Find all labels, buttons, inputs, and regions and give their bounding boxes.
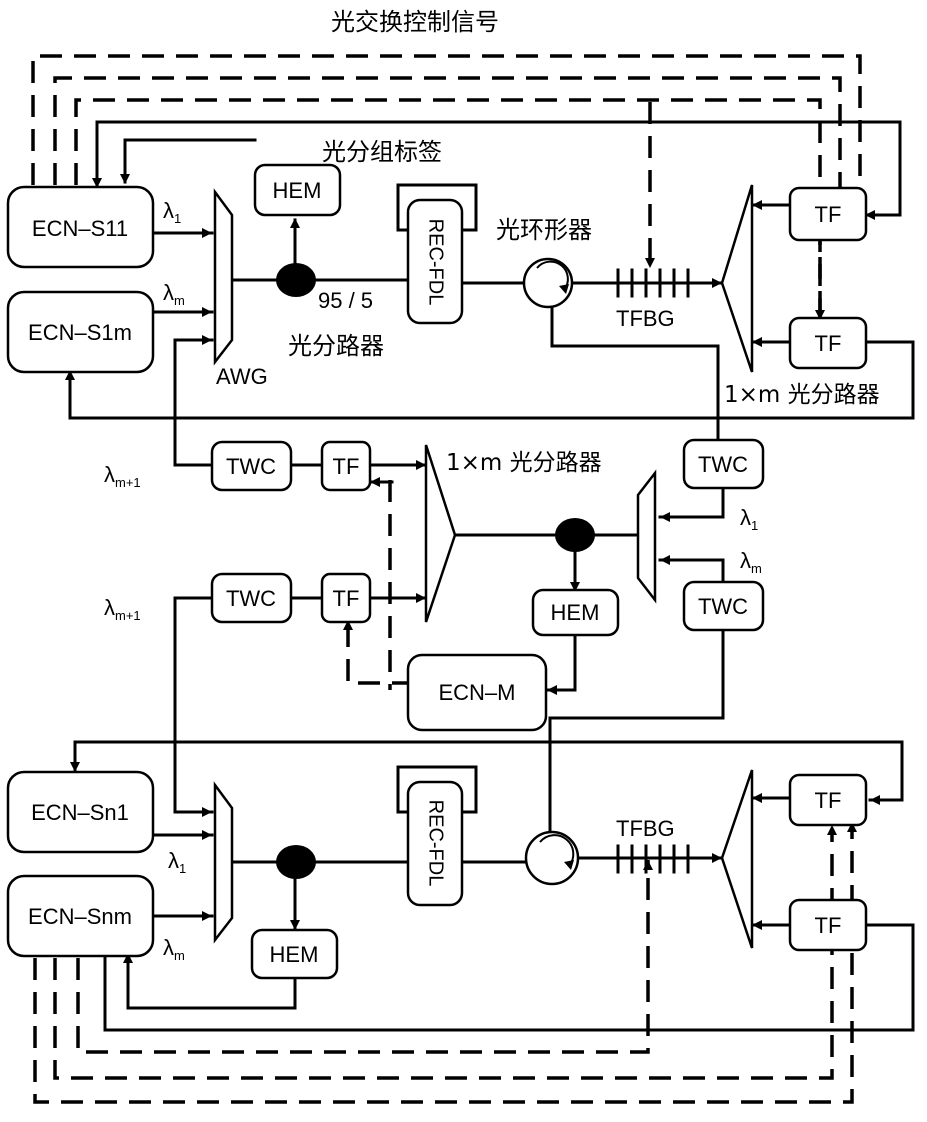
tf-middle-2: TF <box>320 572 372 624</box>
tf-bottom-2: TF <box>788 898 868 952</box>
tf-top-2: TF <box>788 316 868 370</box>
tf-label: TF <box>333 454 360 479</box>
ecn-sn1-label: ECN–Sn1 <box>31 800 129 825</box>
awg-label: AWG <box>216 364 268 389</box>
tf-label: TF <box>815 331 842 356</box>
rec-fdl-bottom: REC-FDL <box>396 765 478 907</box>
rec-fdl-top: REC-FDL <box>396 183 478 325</box>
splitter-1xm-middle <box>424 444 457 623</box>
node-ecn-snm: ECN–Snm <box>6 874 155 958</box>
control-signal-lines-middle <box>346 480 412 700</box>
ecn-s1m-label: ECN–S1m <box>28 320 132 345</box>
wiring-top <box>68 120 915 467</box>
tf-label: TF <box>333 586 360 611</box>
node-ecn-s1m: ECN–S1m <box>6 290 155 374</box>
ecn-snm-label: ECN–Snm <box>28 904 132 929</box>
svg-text:λ1: λ1 <box>168 848 186 876</box>
twc-left-1: TWC <box>210 440 293 492</box>
hem-bottom: HEM <box>250 928 339 980</box>
hem-label: HEM <box>270 942 319 967</box>
svg-text:λm: λm <box>163 935 185 963</box>
wavelength-lambda-m-top: λm <box>163 280 185 308</box>
splitter-1xm-top <box>720 184 754 373</box>
twc-label: TWC <box>698 452 748 477</box>
tf-label: TF <box>815 913 842 938</box>
tf-middle-1: TF <box>320 440 372 492</box>
hem-top: HEM <box>253 163 342 217</box>
tf-top-1: TF <box>788 186 868 242</box>
coupler-middle <box>555 518 595 552</box>
svg-text:λm+1: λm+1 <box>104 595 141 623</box>
packet-label-text: 光分组标签 <box>322 138 442 166</box>
tf-label: TF <box>815 788 842 813</box>
wavelength-lambda-m1-left-2: λm+1 <box>104 595 141 623</box>
svg-text:λm+1: λm+1 <box>104 462 141 490</box>
twc-label: TWC <box>226 454 276 479</box>
arrowheads <box>65 174 880 963</box>
rec-fdl-label: REC-FDL <box>425 800 447 887</box>
wavelength-lambda-1-top: λ1 <box>163 198 181 226</box>
svg-text:λm: λm <box>740 548 762 576</box>
wavelength-lambda-1-bottom: λ1 <box>168 848 186 876</box>
circulator-top <box>522 257 574 309</box>
splitter-1xm-label-middle: 1×m 光分路器 <box>446 450 602 476</box>
hem-middle: HEM <box>531 588 620 637</box>
diagram-title: 光交换控制信号 <box>331 8 499 36</box>
hem-label: HEM <box>551 600 600 625</box>
circulator-bottom <box>524 830 580 886</box>
awg-top <box>213 188 234 366</box>
coupler-bottom <box>276 845 316 879</box>
awg-middle <box>636 469 657 604</box>
coupler-top <box>276 263 316 297</box>
tfbg-grating-top <box>616 268 690 298</box>
splitter-label: 光分路器 <box>288 332 384 360</box>
svg-text:λ1: λ1 <box>740 505 758 533</box>
twc-right-2: TWC <box>682 580 765 632</box>
twc-right-1: TWC <box>682 438 765 490</box>
node-ecn-s11: ECN–S11 <box>6 185 155 269</box>
wavelength-lambda-m-right: λm <box>740 548 762 576</box>
tf-bottom-1: TF <box>788 773 868 827</box>
splitter-1xm-label-top: 1×m 光分路器 <box>724 382 880 408</box>
twc-left-2: TWC <box>210 572 293 624</box>
ratio-label: 95 / 5 <box>318 288 373 313</box>
wavelength-lambda-1-right: λ1 <box>740 505 758 533</box>
tf-label: TF <box>815 202 842 227</box>
wavelength-lambda-m-bottom: λm <box>163 935 185 963</box>
svg-text:λ1: λ1 <box>163 198 181 226</box>
control-signal-lines-top <box>31 54 862 340</box>
circulator-label-top: 光环形器 <box>496 216 592 244</box>
splitter-1xm-bottom <box>720 769 754 949</box>
hem-label: HEM <box>273 178 322 203</box>
ecn-s11-label: ECN–S11 <box>32 216 128 241</box>
svg-text:λm: λm <box>163 280 185 308</box>
twc-label: TWC <box>698 594 748 619</box>
twc-label: TWC <box>226 586 276 611</box>
rec-fdl-label: REC-FDL <box>425 219 447 306</box>
tfbg-label-top: TFBG <box>616 306 675 331</box>
wavelength-lambda-m1-left: λm+1 <box>104 462 141 490</box>
tfbg-grating-bottom <box>616 844 690 874</box>
tfbg-label-bottom: TFBG <box>616 816 675 841</box>
node-ecn-m: ECN–M <box>406 653 548 732</box>
ecn-m-label: ECN–M <box>438 680 515 705</box>
control-signal-lines-bottom <box>33 825 854 1104</box>
awg-bottom <box>213 781 234 944</box>
node-ecn-sn1: ECN–Sn1 <box>6 770 155 854</box>
wiring-bottom <box>73 740 915 1032</box>
